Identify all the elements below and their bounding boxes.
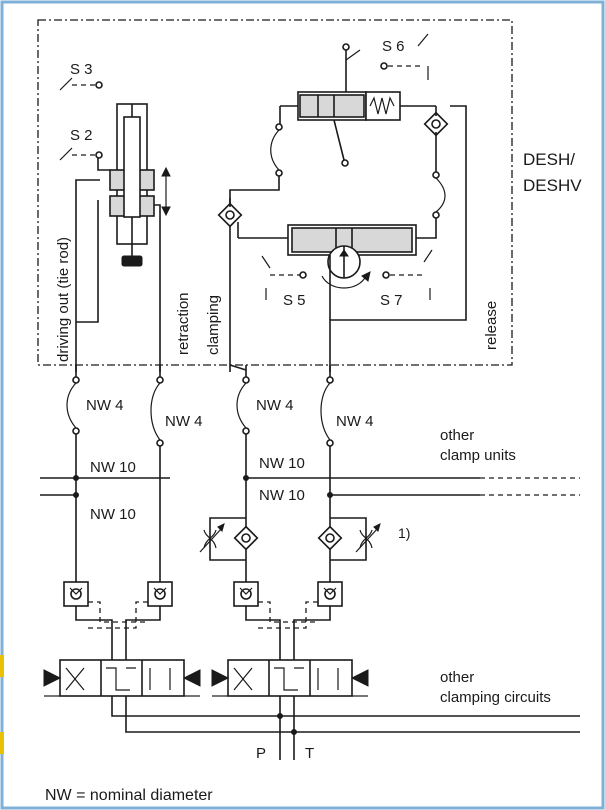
pipe-left-nw10-lower: NW 10 [90, 506, 136, 523]
switch-s2-label: S 2 [70, 127, 93, 144]
pilot-check-valve-1 [63, 581, 89, 607]
check-valve-clamp [217, 202, 243, 228]
hose-left-2: NW 4 [150, 376, 203, 447]
port-label-clamping: clamping [205, 295, 222, 355]
port-label-release: release [483, 301, 500, 350]
switch-s5: S 5 [261, 255, 307, 309]
hose-right-2-label: NW 4 [336, 413, 374, 430]
port-label-retraction: retraction [175, 292, 192, 355]
other-clamping-circuits-line2: clamping circuits [440, 689, 551, 706]
other-clamp-units-line1: other [440, 427, 474, 444]
supply-t-label: T [305, 745, 314, 762]
switch-s3: S 3 [59, 61, 103, 91]
supply-p-label: P [256, 745, 266, 762]
footnote-marker: 1) [398, 525, 410, 541]
margin-mark-top [0, 655, 4, 677]
other-clamping-circuits-line1: other [440, 669, 474, 686]
unit-label-line2: DESHV [523, 176, 582, 195]
switch-s7-label: S 7 [380, 292, 403, 309]
hose-right-2: NW 4 [320, 376, 374, 447]
hose-left-1-label: NW 4 [86, 397, 124, 414]
margin-mark-bottom [0, 732, 4, 754]
pilot-check-valve-4 [317, 581, 343, 607]
switch-s7: S 7 [380, 249, 433, 309]
hose-right-1: NW 4 [236, 376, 294, 435]
switch-s6-label: S 6 [382, 38, 405, 55]
port-label-driving-out: driving out (tie rod) [55, 237, 72, 362]
pipe-left-nw10-upper: NW 10 [90, 459, 136, 476]
pilot-check-valve-3 [233, 581, 259, 607]
throttle-check-right: 1) [317, 517, 410, 561]
directional-valve-right [211, 659, 369, 697]
pilot-check-valve-2 [147, 581, 173, 607]
hose-left-1: NW 4 [66, 376, 124, 435]
other-clamp-units-line2: clamp units [440, 447, 516, 464]
directional-valve-left [43, 659, 201, 697]
main-clamp-valve [229, 198, 417, 320]
switch-s6: S 6 [380, 33, 429, 80]
switch-s2: S 2 [59, 127, 103, 161]
pipe-right-nw10-lower: NW 10 [259, 487, 305, 504]
check-valve-release [423, 111, 449, 137]
pipe-right-nw10-upper: NW 10 [259, 455, 305, 472]
unit-label-line1: DESH/ [523, 150, 575, 169]
throttle-check-left [199, 517, 259, 561]
pilot-valve [275, 43, 436, 167]
hose-right-1-label: NW 4 [256, 397, 294, 414]
hose-left-2-label: NW 4 [165, 413, 203, 430]
tie-rod-cylinder [109, 103, 171, 267]
switch-s3-label: S 3 [70, 61, 93, 78]
legend-text: NW = nominal diameter [45, 787, 213, 804]
unit-boundary [37, 19, 513, 366]
switch-s5-label: S 5 [283, 292, 306, 309]
